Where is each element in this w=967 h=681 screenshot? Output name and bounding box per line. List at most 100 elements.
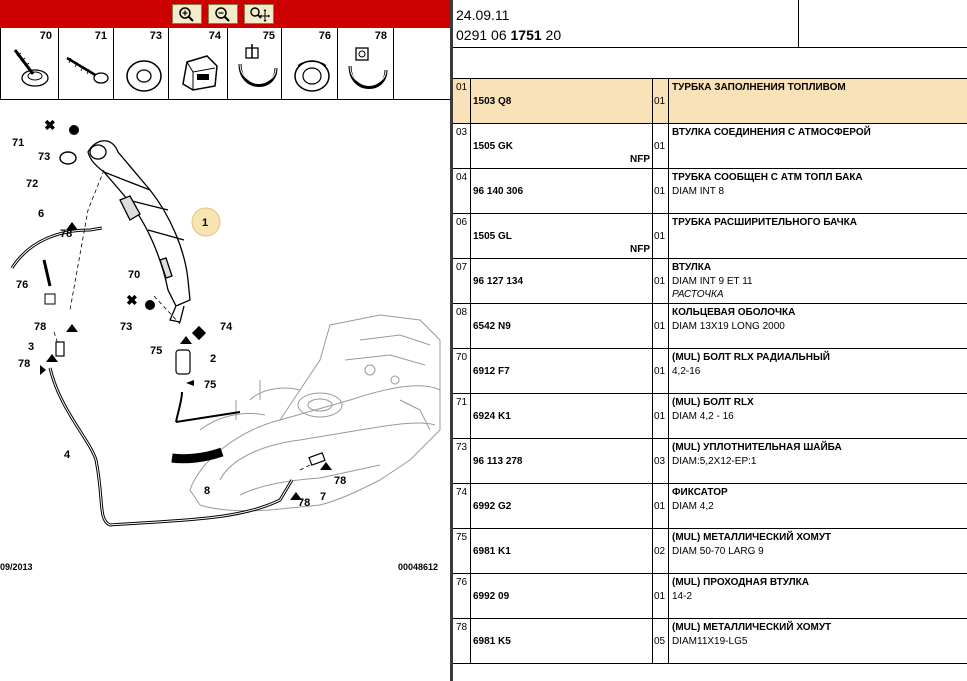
row-nfp-flag: NFP xyxy=(630,154,650,165)
label-6[interactable]: 6 xyxy=(38,208,44,220)
label-78-a[interactable]: 78 xyxy=(60,228,72,240)
thumbnail-78[interactable]: 78 xyxy=(337,28,393,99)
screw-icon xyxy=(66,56,109,84)
row-quantity: 01 xyxy=(654,501,666,512)
thumbnail-number: 76 xyxy=(318,30,331,42)
label-2[interactable]: 2 xyxy=(210,353,216,365)
label-7[interactable]: 7 xyxy=(320,491,326,503)
row-description: (MUL) УПЛОТНИТЕЛЬНАЯ ШАЙБА xyxy=(672,442,842,453)
grommet-icon xyxy=(294,60,330,92)
label-78-d[interactable]: 78 xyxy=(298,497,310,509)
label-70[interactable]: 70 xyxy=(128,269,140,281)
row-reference[interactable]: 96 113 278 xyxy=(473,456,523,467)
row-reference[interactable]: 96 140 306 xyxy=(473,186,524,197)
row-spec: DIAM 4,2 xyxy=(672,501,714,512)
thumbnail-70[interactable]: 70 xyxy=(0,28,58,99)
row-position-cell: 04 xyxy=(453,169,471,214)
row-reference-cell: 6992 G2 xyxy=(471,484,653,529)
row-quantity-cell: 01 xyxy=(653,79,669,124)
row-quantity: 01 xyxy=(654,591,666,602)
diagram-toolbar xyxy=(0,0,450,28)
thumbnail-number: 70 xyxy=(39,30,52,42)
catalog-header-info: 24.09.11 0291 06 1751 20 xyxy=(453,0,799,48)
row-spec: DIAM 13X19 LONG 2000 xyxy=(672,321,785,332)
row-reference[interactable]: 6981 K1 xyxy=(473,546,511,557)
row-reference-cell: 1503 Q8 xyxy=(471,79,653,124)
row-spec: DIAM INT 9 ET 11 xyxy=(672,276,753,287)
catalog-code-bold: 1751 xyxy=(510,27,542,43)
label-75-a[interactable]: 75 xyxy=(150,345,162,357)
catalog-code: 0291 06 1751 20 xyxy=(456,27,561,43)
row-position-cell: 07 xyxy=(453,259,471,304)
row-reference[interactable]: 1505 GL xyxy=(473,231,512,242)
row-reference[interactable]: 6542 N9 xyxy=(473,321,511,332)
callout-1-bubble xyxy=(191,207,221,237)
row-position-cell: 06 xyxy=(453,214,471,259)
label-1[interactable]: 1 xyxy=(202,217,208,229)
thumbnail-71[interactable]: 71 xyxy=(58,28,113,99)
label-3[interactable]: 3 xyxy=(28,341,34,353)
row-reference[interactable]: 6912 F7 xyxy=(473,366,510,377)
row-reference[interactable]: 6992 09 xyxy=(473,591,510,602)
label-73-top[interactable]: 73 xyxy=(38,151,50,163)
pane-divider[interactable] xyxy=(450,0,453,681)
thumbnail-empty xyxy=(393,28,450,99)
row-reference[interactable]: 6981 K5 xyxy=(473,636,511,647)
thumbnail-number: 74 xyxy=(208,30,221,42)
label-78-c[interactable]: 78 xyxy=(18,358,30,370)
zoom-out-button[interactable] xyxy=(208,4,238,24)
zoom-in-icon xyxy=(179,7,194,22)
zoom-pan-button[interactable] xyxy=(244,4,274,24)
label-74[interactable]: 74 xyxy=(220,321,233,333)
row-reference[interactable]: 6924 K1 xyxy=(473,411,511,422)
row-quantity-cell: 01 xyxy=(653,169,669,214)
row-position: 78 xyxy=(456,622,468,633)
row-reference[interactable]: 6992 G2 xyxy=(473,501,512,512)
thumbnail-number: 75 xyxy=(262,30,275,42)
label-4[interactable]: 4 xyxy=(64,449,71,461)
row-quantity: 01 xyxy=(654,141,666,152)
row-quantity: 03 xyxy=(654,456,666,467)
label-76[interactable]: 76 xyxy=(16,279,28,291)
thumbnail-74[interactable]: 74 xyxy=(168,28,227,99)
label-78-e[interactable]: 78 xyxy=(334,475,346,487)
row-reference[interactable]: 1505 GK xyxy=(473,141,514,152)
row-spec: DIAM11X19-LG5 xyxy=(672,636,748,647)
zoom-in-button[interactable] xyxy=(172,4,202,24)
label-72[interactable]: 72 xyxy=(26,178,38,190)
fuel-filler-diagram[interactable]: ✖ ✖ 71 73 72 6 78 76 1 70 73 74 7 xyxy=(0,100,450,681)
label-78-b[interactable]: 78 xyxy=(34,321,46,333)
catalog-code-part2: 20 xyxy=(541,27,562,43)
label-8[interactable]: 8 xyxy=(204,485,210,497)
label-75-b[interactable]: 75 xyxy=(204,379,216,391)
row-quantity-cell: 05 xyxy=(653,619,669,664)
row-position-cell: 75 xyxy=(453,529,471,574)
row-reference[interactable]: 96 127 134 xyxy=(473,276,524,287)
row-description-cell: ТРУБКА РАСШИРИТЕЛЬНОГО БАЧКА xyxy=(669,214,967,259)
label-71[interactable]: 71 xyxy=(12,137,24,149)
thumbnail-75[interactable]: 75 xyxy=(227,28,281,99)
thumbnail-76[interactable]: 76 xyxy=(281,28,337,99)
row-reference[interactable]: 1503 Q8 xyxy=(473,96,512,107)
row-position-cell: 03 xyxy=(453,124,471,169)
thumbnail-73[interactable]: 73 xyxy=(113,28,168,99)
label-73-mid[interactable]: 73 xyxy=(120,321,132,333)
row-description: ТУРБКА ЗАПОЛНЕНИЯ ТОПЛИВОМ xyxy=(672,82,846,93)
